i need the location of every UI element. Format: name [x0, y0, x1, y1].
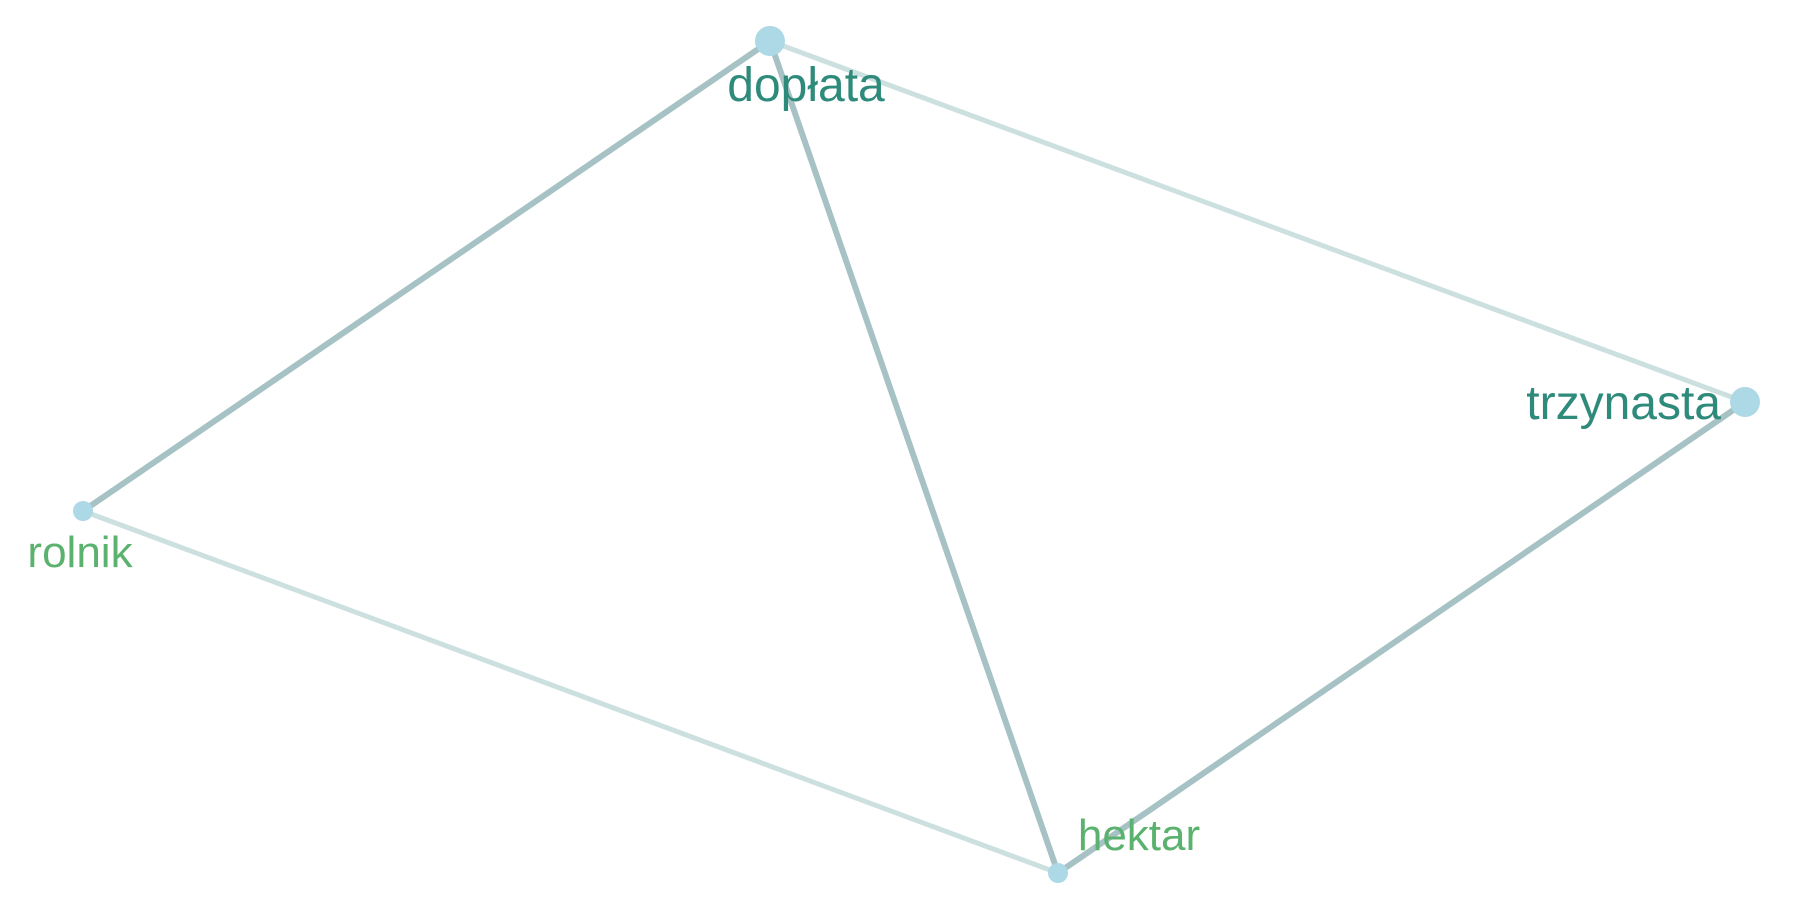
node-label-trzynasta: trzynasta [1526, 377, 1721, 430]
node-label-hektar: hektar [1078, 811, 1200, 860]
edge-rolnik-hektar [80, 508, 1061, 876]
graph-edges [80, 38, 1748, 876]
node-label-rolnik: rolnik [27, 528, 133, 577]
edge-doplata-rolnik [80, 38, 773, 514]
node-hektar [1048, 863, 1068, 883]
node-label-doplata: dopłata [727, 59, 885, 112]
edge-doplata-hektar [767, 38, 1061, 876]
node-rolnik [73, 501, 93, 521]
graph-nodes [73, 26, 1760, 883]
node-trzynasta [1730, 387, 1760, 417]
node-doplata [755, 26, 785, 56]
edge-doplata-trzynasta [767, 38, 1748, 405]
graph-labels: dopłata trzynasta rolnik hektar [27, 59, 1721, 860]
edge-trzynasta-hektar [1055, 399, 1748, 876]
